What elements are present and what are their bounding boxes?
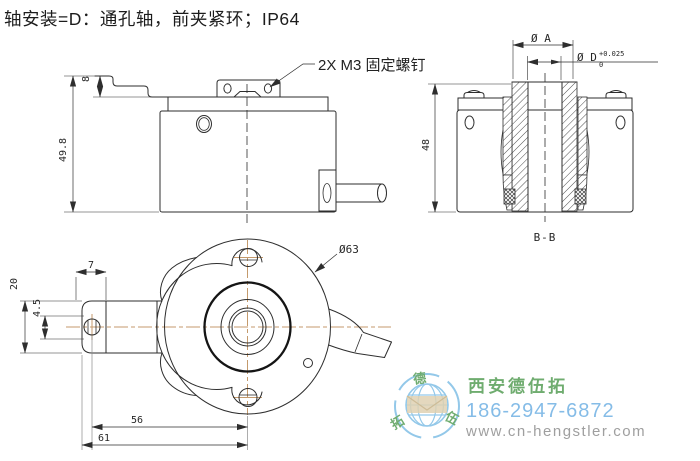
cable-boss-ring xyxy=(322,183,332,203)
tab-hole xyxy=(83,318,101,336)
groove-wrap-bottom xyxy=(231,386,263,406)
hub-circle xyxy=(220,299,275,355)
logo-char-right: 伍 xyxy=(442,408,461,428)
envelope-icon xyxy=(407,396,447,413)
logo-outer-ring xyxy=(394,373,460,439)
bearing-left xyxy=(503,188,516,205)
encoder-body xyxy=(159,110,337,213)
dim-48: 48 xyxy=(421,139,432,151)
clamp-band-left xyxy=(502,96,513,176)
section-label: B-B xyxy=(534,231,557,244)
shaft-circle-outer xyxy=(228,307,267,347)
front-view: Ø63 7 20 4.5 56 61 xyxy=(9,238,392,450)
section-hole-right xyxy=(615,115,626,130)
mounting-tab xyxy=(216,79,281,98)
dim-61: 61 xyxy=(98,433,110,444)
dim-dia-d: Ø D xyxy=(577,51,597,64)
front-cable-top xyxy=(328,308,392,343)
dim-dia-d-tol-upper: +0.025 xyxy=(599,50,624,58)
front-cable-crease xyxy=(354,333,363,353)
body-hole-inner xyxy=(198,117,210,131)
section-cap-left xyxy=(457,97,507,111)
horn-top xyxy=(159,257,197,302)
dim-20: 20 xyxy=(9,278,20,290)
globe-logo-icon: 德 拓 伍 xyxy=(388,370,461,439)
spring-washer xyxy=(233,91,262,98)
section-hole-left xyxy=(464,115,475,130)
dim-7: 7 xyxy=(88,260,94,271)
shaft-circle-inner xyxy=(231,310,264,344)
flange-circle xyxy=(203,281,292,373)
clamp-ring-profile xyxy=(94,75,169,98)
dia63-leader xyxy=(314,253,338,273)
groove-arc xyxy=(156,263,233,390)
screw-head-left xyxy=(463,92,485,99)
watermark-phone: 186-2947-6872 xyxy=(466,400,615,422)
section-cap-right xyxy=(583,97,633,111)
cable-end xyxy=(377,183,387,203)
spring-right xyxy=(586,129,590,175)
side-view: 49.8 8 2X M3 固定螺钉 xyxy=(58,57,426,224)
tether-tab xyxy=(81,300,163,354)
tab-screw-hole-left xyxy=(223,83,232,94)
clamp-band-right xyxy=(577,96,588,176)
section-view: Ø A Ø D +0.025 0 48 B-B xyxy=(421,32,658,244)
cable-boss xyxy=(318,169,337,212)
dim-56: 56 xyxy=(131,415,143,426)
tab-screw-hole-right xyxy=(263,83,273,94)
front-cable-bottom xyxy=(328,344,385,358)
screw-callout-label: 2X M3 固定螺钉 xyxy=(318,57,426,74)
top-plate xyxy=(167,96,329,112)
screw-dome-left xyxy=(467,90,481,93)
screw-dome-right xyxy=(609,90,623,93)
watermark-website: www.cn-hengstler.com xyxy=(465,423,646,440)
logo-char-top: 德 xyxy=(412,370,427,387)
watermark: 德 拓 伍 西安德伍拓 186-2947-6872 www.cn-hengstl… xyxy=(388,370,646,440)
front-cable-end xyxy=(384,341,392,358)
spring-left xyxy=(500,129,504,175)
screw-head-right xyxy=(605,92,627,99)
page-title: 轴安装=D：通孔轴，前夹紧环；IP64 xyxy=(4,9,300,29)
dim-49-8: 49.8 xyxy=(58,138,69,162)
front-screw-hole-bottom xyxy=(238,388,258,407)
horn-bottom xyxy=(159,352,197,396)
screw-callout-leader xyxy=(269,63,315,88)
pin-hole xyxy=(303,358,313,368)
dim-arrow-dia-d xyxy=(551,59,561,65)
dim-dia63: Ø63 xyxy=(339,243,359,256)
housing-circle xyxy=(164,238,331,415)
dim-4-5: 4.5 xyxy=(32,299,43,317)
front-screw-hole-top xyxy=(239,248,258,267)
dim-dia-a: Ø A xyxy=(531,32,551,45)
dim-8: 8 xyxy=(81,76,92,82)
body-hole-outer xyxy=(196,115,212,133)
watermark-company: 西安德伍拓 xyxy=(468,376,568,396)
bearing-right xyxy=(574,188,587,205)
dim-dia-d-tol-lower: 0 xyxy=(599,61,603,69)
